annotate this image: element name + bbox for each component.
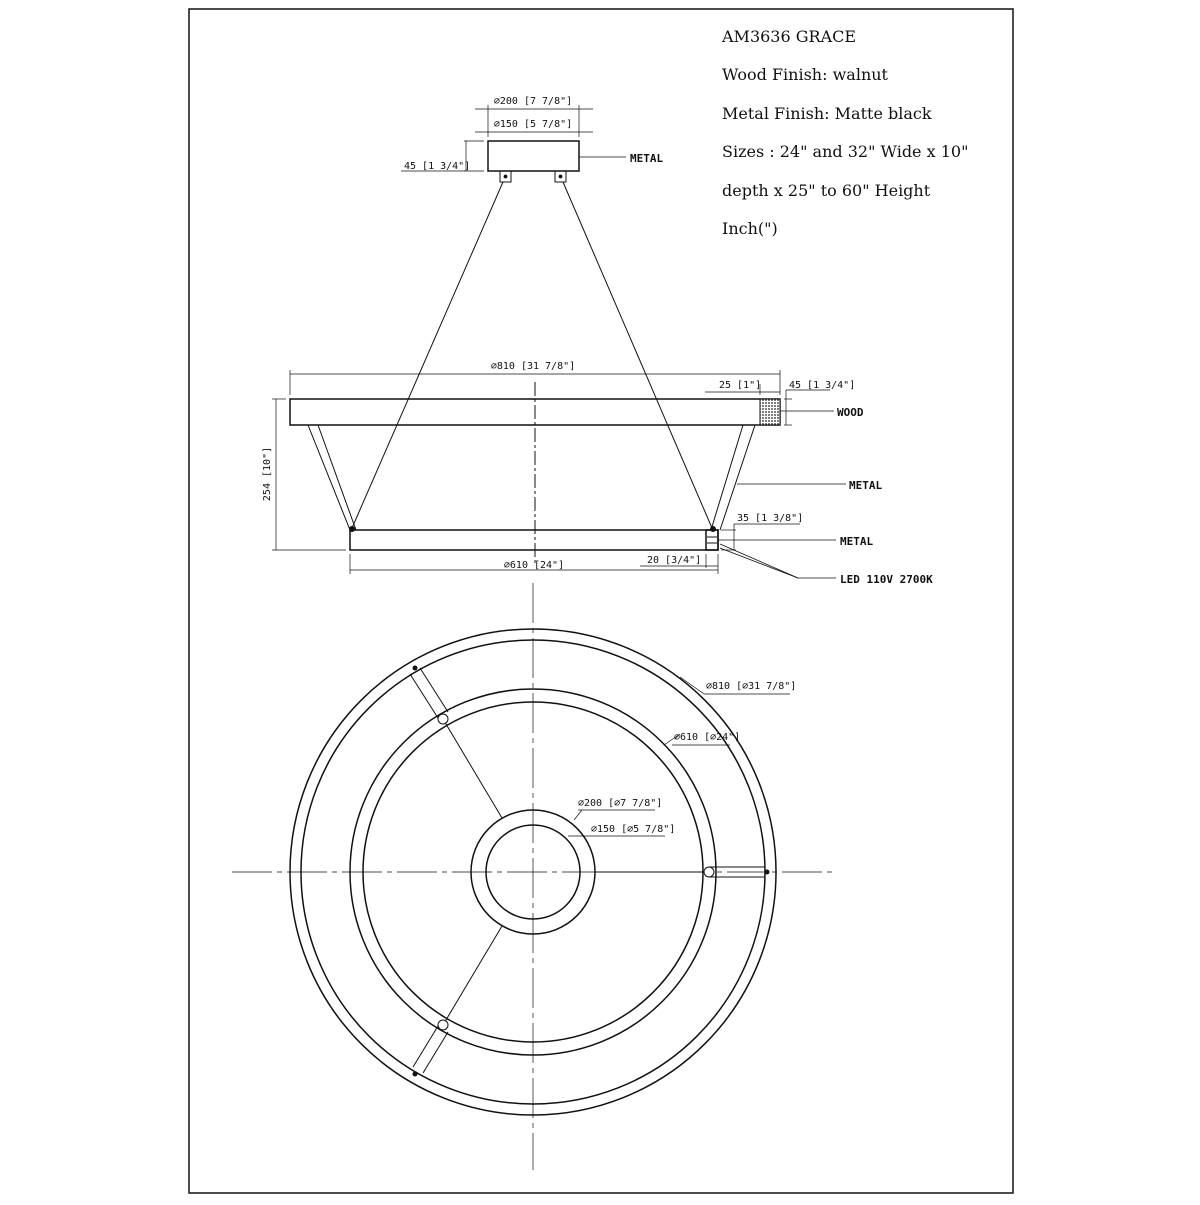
model-title: AM3636 GRACE: [722, 27, 857, 46]
canopy-inner-dim: ⌀150 [5 7/8"]: [494, 119, 572, 130]
wood-label: WOOD: [837, 406, 864, 419]
sizes-text-line1: Sizes : 24" and 32" Wide x 10": [722, 142, 969, 161]
wood-finish-text: Wood Finish: walnut: [722, 65, 888, 84]
metal-finish-text: Metal Finish: Matte black: [722, 104, 932, 123]
suspension-cable-left: [351, 181, 504, 529]
lower-ring-section: [705, 529, 719, 551]
unit-note: Inch("): [722, 219, 778, 238]
overall-height-dim: 254 [10"]: [262, 447, 273, 501]
lower-ring-height-dim: 35 [1 3/8"]: [737, 513, 803, 524]
ring-width-dim: 25 [1"]: [719, 380, 761, 391]
strut-left: [307, 424, 357, 531]
sheet-border: [188, 8, 1014, 1194]
elevation-view: [272, 105, 846, 579]
upper-ring-dim: ⌀810 [31 7/8"]: [491, 361, 575, 372]
plan-canopy-inner-dim: ⌀150 [⌀5 7/8"]: [591, 824, 675, 835]
plan-canopy-outer-dim: ⌀200 [⌀7 7/8"]: [578, 798, 662, 809]
strut-material-label: METAL: [849, 479, 882, 492]
ring-height-dim: 45 [1 3/4"]: [789, 380, 855, 391]
strut-right: [710, 424, 756, 531]
lower-ring-material-label: METAL: [840, 535, 873, 548]
canopy-outer-dim: ⌀200 [7 7/8"]: [494, 96, 572, 107]
canopy-height-dim: 45 [1 3/4"]: [404, 161, 470, 172]
spoke-lower-left: [442, 925, 503, 1026]
canopy-clip-right: [554, 170, 567, 183]
joint-right: [703, 866, 715, 878]
lower-ring: [349, 529, 719, 551]
led-label: LED 110V 2700K: [840, 573, 933, 586]
inner-ring-dim: ⌀610 [⌀24"]: [674, 732, 740, 743]
wood-section-hatch: [759, 398, 781, 426]
canopy-inner-circle: [485, 824, 581, 920]
sizes-text-line2: depth x 25" to 60" Height: [722, 181, 931, 200]
canopy: [487, 140, 580, 172]
outer-ring-dim: ⌀810 [⌀31 7/8"]: [706, 681, 796, 692]
canopy-clip-left: [499, 170, 512, 183]
spoke-upper-left: [442, 718, 503, 819]
lower-ring-dim: ⌀610 [24"]: [504, 560, 564, 571]
joint-upper-left: [437, 713, 449, 725]
lower-ring-width-dim: 20 [3/4"]: [647, 555, 701, 566]
plan-view: [232, 583, 835, 1170]
inner-ring-outer: [349, 688, 717, 1056]
canopy-material-label: METAL: [630, 152, 663, 165]
outer-ring-outer: [289, 628, 777, 1116]
suspension-cable-right: [562, 181, 713, 529]
joint-lower-left: [437, 1019, 449, 1031]
